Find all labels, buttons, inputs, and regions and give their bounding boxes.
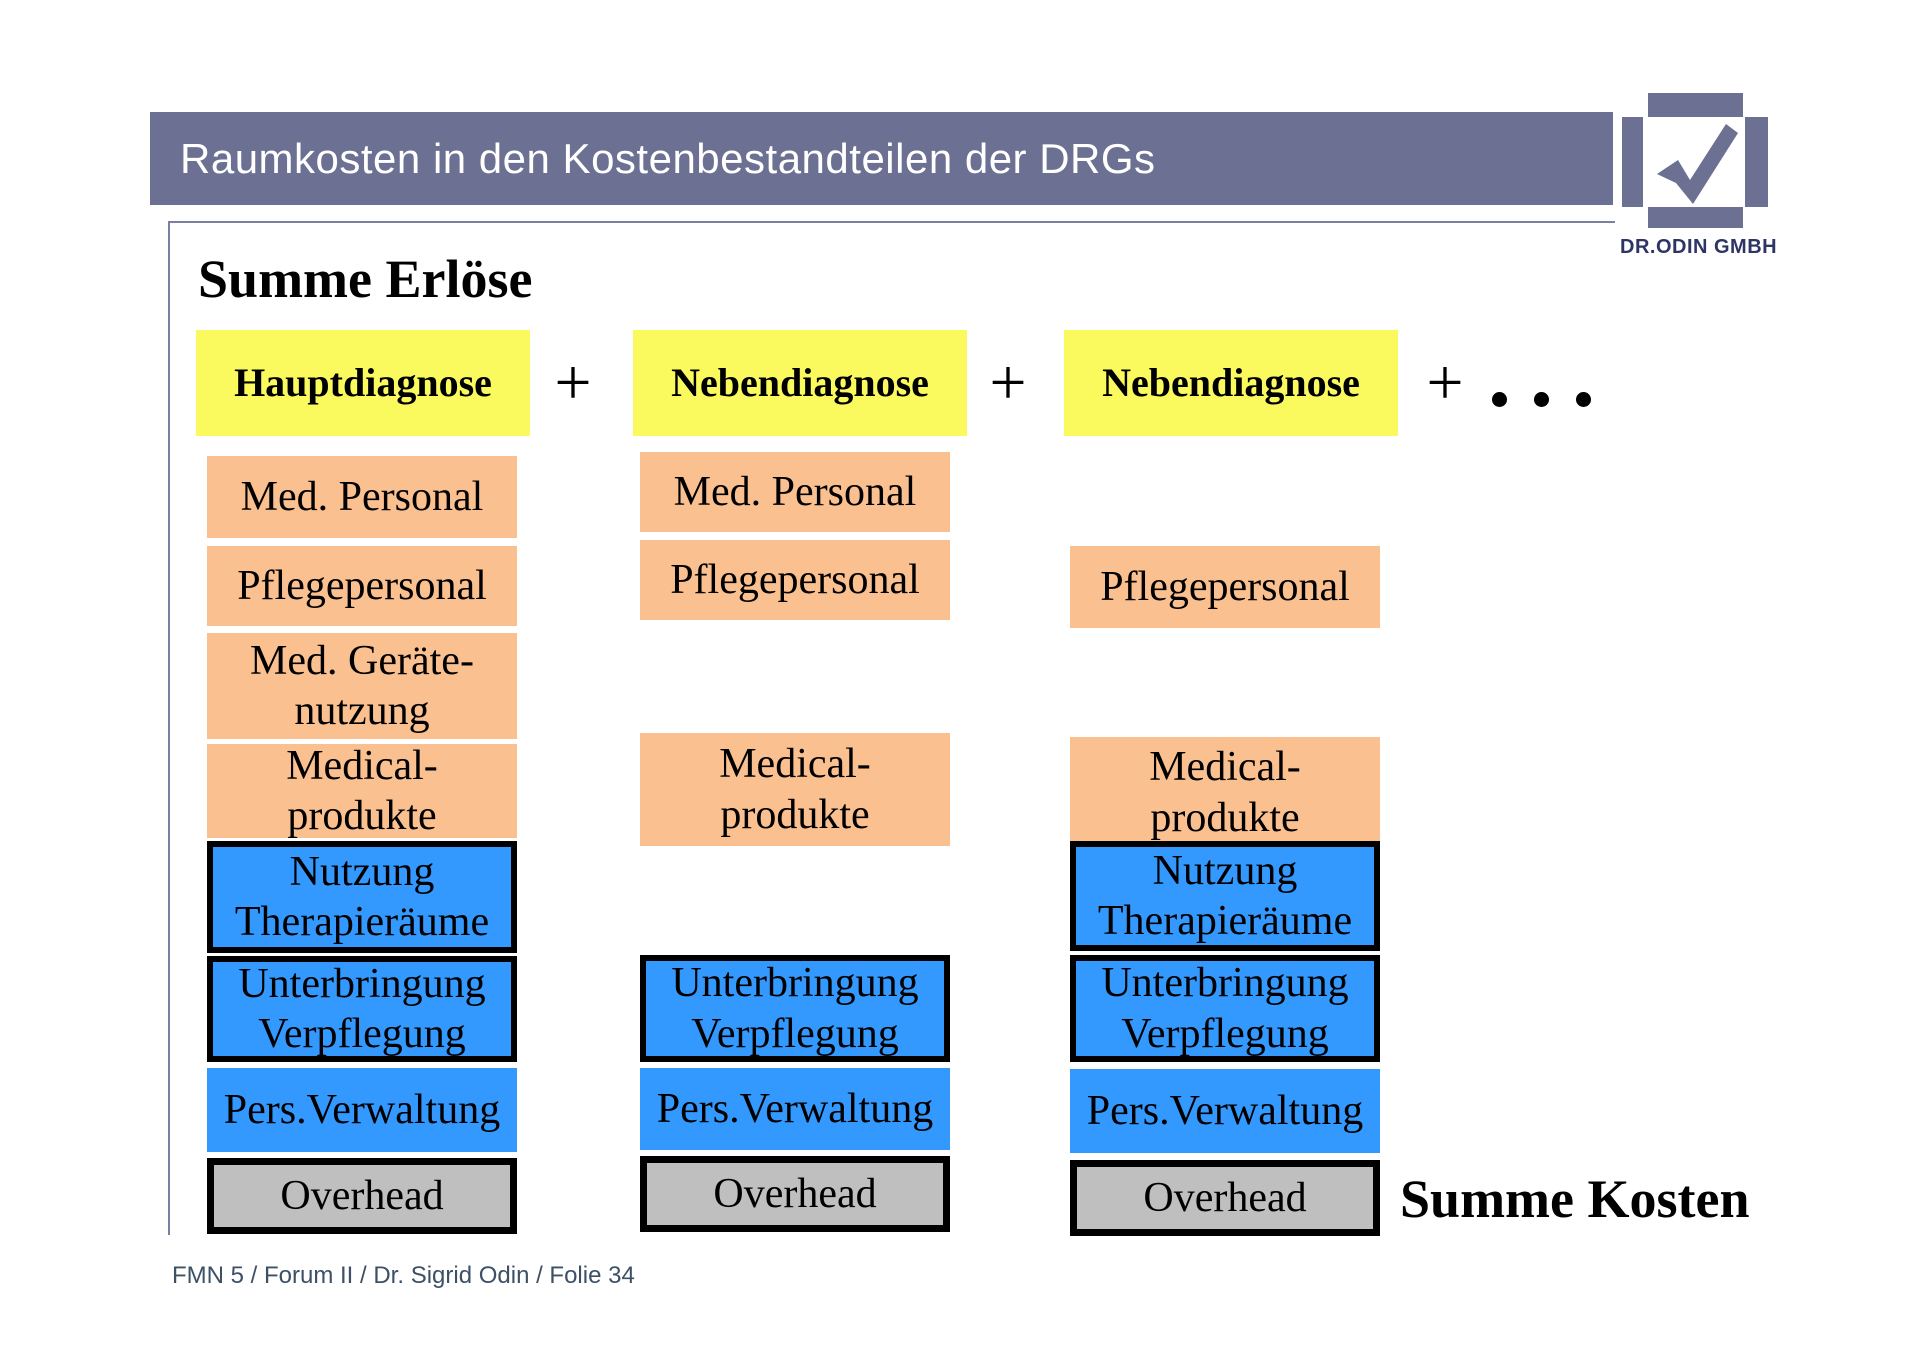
- slide-title-bar: Raumkosten in den Kostenbestandteilen de…: [150, 112, 1613, 205]
- cost-box-label: Unterbringung: [671, 960, 919, 1007]
- cost-box-nutzung-therapieraeume: Nutzung Therapieräume: [1070, 841, 1380, 951]
- cost-box-med-geraetenutzung: Med. Geräte- nutzung: [207, 633, 517, 739]
- logo-company-name: DR.ODIN GMBH: [1620, 236, 1778, 258]
- cost-box-label: Medical-: [286, 742, 438, 789]
- cost-box-pers-verwaltung: Pers.Verwaltung: [1070, 1069, 1380, 1153]
- header-label: Hauptdiagnose: [234, 360, 492, 405]
- header-label: Nebendiagnose: [671, 360, 929, 405]
- slide-footer: FMN 5 / Forum II / Dr. Sigrid Odin / Fol…: [172, 1262, 635, 1289]
- cost-box-label: Med. Personal: [240, 473, 484, 520]
- cost-box-label: Pflegepersonal: [237, 562, 487, 609]
- cost-box-overhead: Overhead: [1070, 1160, 1380, 1236]
- cost-box-pflegepersonal: Pflegepersonal: [640, 540, 950, 620]
- sum-costs-label: Summe Kosten: [1400, 1169, 1750, 1229]
- cost-box-label: Nutzung: [289, 848, 435, 895]
- ellipsis-dot: [1492, 392, 1507, 407]
- cost-box-label: Overhead: [280, 1172, 444, 1219]
- cost-box-label: Med. Geräte-: [250, 637, 474, 684]
- content-frame-top-line: [168, 221, 1615, 223]
- cost-box-unterbringung-verpflegung: Unterbringung Verpflegung: [640, 955, 950, 1062]
- cost-box-label: Therapieräume: [234, 899, 490, 945]
- cost-box-label: Pflegepersonal: [670, 556, 920, 603]
- cost-box-label: nutzung: [294, 688, 430, 734]
- cost-box-label: Verpflegung: [258, 1011, 466, 1057]
- ellipsis-dot: [1534, 392, 1549, 407]
- cost-box-overhead: Overhead: [640, 1156, 950, 1232]
- cost-box-medicalprodukte: Medical- produkte: [1070, 737, 1380, 848]
- slide-title: Raumkosten in den Kostenbestandteilen de…: [180, 134, 1156, 182]
- logo-bar-bottom: [1648, 207, 1743, 228]
- cost-box-nutzung-therapieraeume: Nutzung Therapieräume: [207, 841, 517, 953]
- cost-box-pers-verwaltung: Pers.Verwaltung: [640, 1068, 950, 1150]
- cost-box-pflegepersonal: Pflegepersonal: [1070, 546, 1380, 628]
- cost-box-unterbringung-verpflegung: Unterbringung Verpflegung: [207, 956, 517, 1062]
- cost-box-label: produkte: [720, 791, 870, 838]
- ellipsis-dot: [1576, 392, 1591, 407]
- content-frame-left-line: [168, 221, 170, 1235]
- cost-box-label: Pers.Verwaltung: [1086, 1087, 1364, 1134]
- cost-box-label: Verpflegung: [691, 1010, 899, 1057]
- plus-operator-3: +: [1426, 346, 1464, 419]
- logo-bar-left: [1622, 117, 1643, 207]
- cost-box-label: Medical-: [1149, 744, 1301, 791]
- plus-operator-2: +: [989, 346, 1027, 419]
- sum-revenues-label: Summe Erlöse: [198, 249, 533, 309]
- logo-bar-right: [1745, 117, 1768, 207]
- cost-box-label: Pers.Verwaltung: [223, 1086, 501, 1133]
- header-nebendiagnose-1: Nebendiagnose: [633, 330, 967, 436]
- header-label: Nebendiagnose: [1102, 360, 1360, 405]
- cost-box-overhead: Overhead: [207, 1158, 517, 1234]
- cost-box-label: Therapieräume: [1097, 898, 1353, 944]
- header-hauptdiagnose: Hauptdiagnose: [196, 330, 530, 436]
- cost-box-label: Med. Personal: [673, 468, 917, 515]
- cost-box-label: Unterbringung: [1101, 960, 1349, 1007]
- cost-box-label: Overhead: [713, 1170, 877, 1217]
- cost-box-label: Unterbringung: [238, 960, 486, 1007]
- checkmark-icon: [1643, 117, 1745, 207]
- cost-box-med-personal: Med. Personal: [207, 456, 517, 538]
- cost-box-label: produkte: [287, 793, 437, 839]
- plus-operator-1: +: [554, 346, 592, 419]
- cost-box-label: Verpflegung: [1121, 1010, 1329, 1057]
- cost-box-med-personal: Med. Personal: [640, 452, 950, 532]
- cost-box-label: produkte: [1150, 794, 1300, 841]
- cost-box-medicalprodukte: Medical- produkte: [207, 742, 517, 839]
- cost-box-label: Pers.Verwaltung: [656, 1085, 934, 1132]
- cost-box-unterbringung-verpflegung: Unterbringung Verpflegung: [1070, 955, 1380, 1062]
- cost-box-label: Nutzung: [1152, 847, 1298, 894]
- header-nebendiagnose-2: Nebendiagnose: [1064, 330, 1398, 436]
- logo-bar-top: [1648, 93, 1743, 117]
- cost-box-label: Overhead: [1143, 1174, 1307, 1221]
- cost-box-pers-verwaltung: Pers.Verwaltung: [207, 1068, 517, 1152]
- cost-box-pflegepersonal: Pflegepersonal: [207, 546, 517, 626]
- cost-box-label: Pflegepersonal: [1100, 563, 1350, 610]
- ellipsis-icon: [1492, 392, 1591, 407]
- dr-odin-logo: [1622, 93, 1768, 228]
- cost-box-medicalprodukte: Medical- produkte: [640, 733, 950, 846]
- cost-box-label: Medical-: [719, 741, 871, 788]
